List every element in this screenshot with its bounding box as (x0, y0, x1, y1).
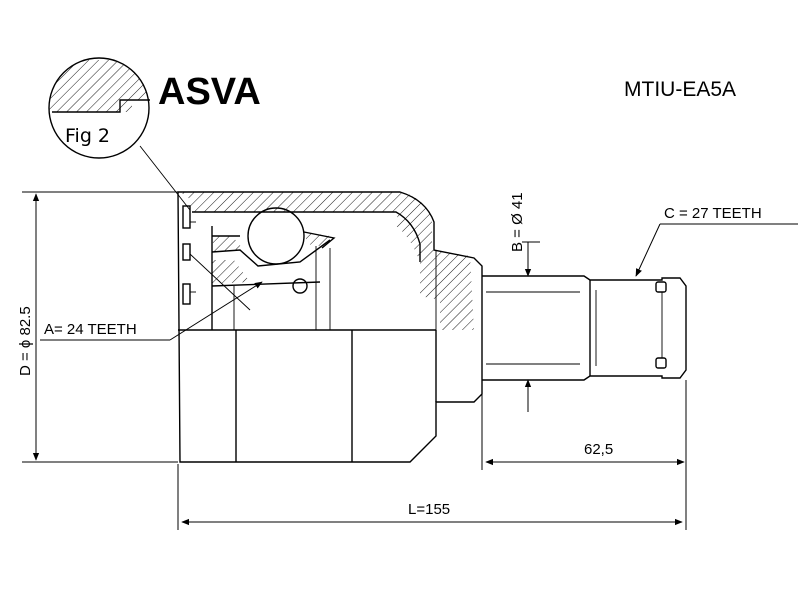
dim-c: C = 27 TEETH (635, 205, 798, 277)
dim-a: A= 24 TEETH (40, 281, 263, 341)
d-dia-label: D = ϕ 82.5 (17, 306, 34, 376)
output-shaft (482, 275, 687, 381)
fig-2-detail: Fig 2 (48, 57, 191, 211)
b-dia-label: B = Ø 41 (509, 192, 526, 252)
part-number: MTIU-EA5A (624, 78, 736, 101)
dim-b: B = Ø 41 (509, 192, 540, 412)
dim-d: D = ϕ 82.5 (17, 191, 178, 463)
a-teeth-label: A= 24 TEETH (44, 321, 137, 338)
dim-l: L=155 (177, 464, 683, 530)
brand-logo: ASVA (158, 71, 261, 113)
fig-label: Fig 2 (65, 125, 110, 147)
dim-62-5: 62,5 (481, 380, 687, 530)
dim-l-label: L=155 (408, 501, 450, 518)
dim-62-label: 62,5 (584, 441, 613, 458)
c-teeth-label: C = 27 TEETH (664, 205, 762, 222)
outer-housing (177, 191, 483, 463)
